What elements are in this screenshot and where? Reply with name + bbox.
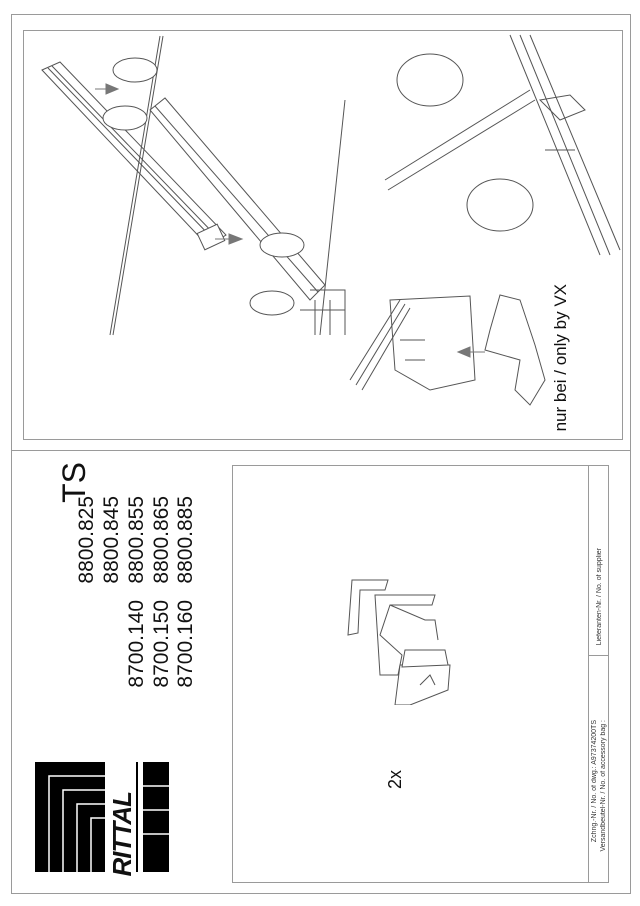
clip (259, 232, 305, 258)
contents-frame (232, 465, 609, 883)
clip-detail (466, 178, 534, 232)
clip (112, 57, 158, 83)
clip-detail (396, 53, 464, 107)
vx-clip (484, 294, 546, 406)
clip (102, 105, 148, 131)
section-divider (11, 450, 631, 451)
footer-strip-divider (588, 655, 609, 656)
arrow-icon (215, 233, 244, 245)
clip-part-drawing (340, 575, 470, 705)
clip (249, 290, 295, 316)
rittal-logo: RITTAL (35, 762, 169, 877)
arrow-icon (95, 83, 120, 95)
arrow-icon (456, 346, 485, 358)
page-frame (11, 14, 631, 894)
footer-strip-line (588, 465, 589, 883)
assembly-drawing-frame (23, 30, 623, 440)
rail-profile (41, 61, 227, 247)
instruction-note: nur bei / only by VX (551, 284, 570, 432)
